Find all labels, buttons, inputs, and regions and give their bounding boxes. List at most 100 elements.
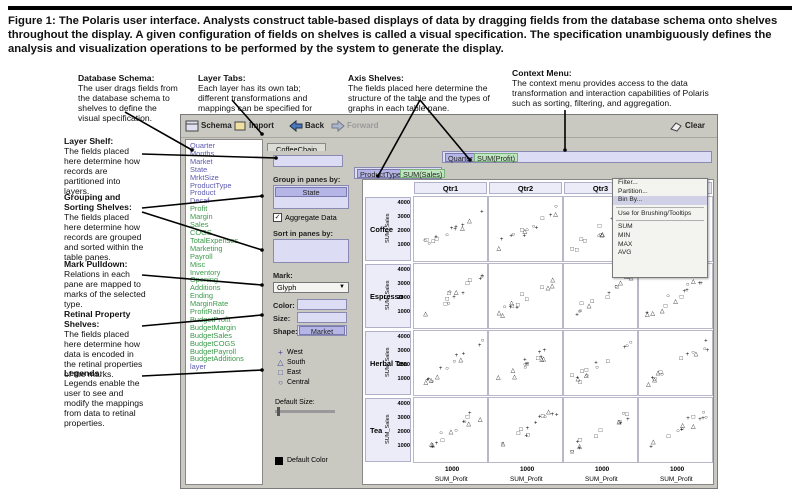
table-pane[interactable]: □++○□+□□△□△+□○ bbox=[563, 397, 638, 463]
scatter-glyph: □ bbox=[468, 278, 472, 284]
legend-item[interactable]: ○Central bbox=[277, 379, 310, 387]
schema-field[interactable]: Marketing bbox=[190, 243, 223, 253]
table-pane[interactable]: △△△□△□+□△+○△□□ bbox=[488, 263, 563, 329]
context-menu-item[interactable]: MIN bbox=[618, 231, 631, 239]
legend-item[interactable]: △South bbox=[277, 359, 305, 367]
schema-field[interactable]: Inventory bbox=[190, 267, 221, 277]
schema-field[interactable]: ProfitRatio bbox=[190, 307, 225, 317]
schema-field[interactable]: layer bbox=[190, 362, 207, 372]
scatter-glyph: ○ bbox=[578, 309, 582, 315]
aggregate-checkbox[interactable]: ✓ Aggregate Data bbox=[273, 213, 337, 222]
schema-field[interactable]: Product bbox=[190, 188, 216, 198]
scatter-glyph: ○ bbox=[512, 232, 516, 238]
schema-field[interactable]: Sales bbox=[190, 220, 209, 230]
scatter-glyph: ○ bbox=[439, 431, 443, 437]
schema-field[interactable]: Payroll bbox=[190, 251, 213, 261]
schema-field[interactable]: Quarter bbox=[190, 141, 216, 150]
context-menu-item[interactable]: AVG bbox=[618, 249, 632, 257]
annotation-title: Mark Pulldown: bbox=[64, 259, 128, 269]
column-shelf[interactable]: Quarter SUM(Profit) bbox=[442, 151, 712, 163]
table-pane[interactable]: △○△○○□++△△+△□+ bbox=[413, 397, 488, 463]
size-shelf[interactable] bbox=[297, 312, 347, 323]
slider-thumb[interactable] bbox=[277, 407, 280, 416]
context-menu-item[interactable]: SUM bbox=[618, 223, 633, 231]
color-shelf[interactable] bbox=[297, 299, 347, 310]
table-pane[interactable]: ++○++□△○△+○○□△ bbox=[488, 196, 563, 262]
scatter-glyph: ○ bbox=[680, 427, 684, 433]
schema-field[interactable]: Ending bbox=[190, 291, 214, 301]
scatter-glyph: + bbox=[649, 444, 653, 450]
schema-field[interactable]: BudgetCOGS bbox=[190, 338, 236, 348]
table-pane[interactable]: ○○++△++△△○+△+○ bbox=[413, 330, 488, 396]
context-menu-item[interactable]: Partition... bbox=[618, 187, 648, 195]
schema-field[interactable]: ProductType bbox=[190, 180, 232, 190]
schema-field[interactable]: BudgetSales bbox=[190, 330, 232, 340]
schema-field[interactable]: COGS bbox=[190, 227, 212, 237]
schema-button[interactable]: Schema bbox=[185, 119, 232, 133]
context-menu-item[interactable]: Use for Brushing/Tooltips bbox=[618, 209, 692, 217]
back-button[interactable]: Back bbox=[289, 119, 324, 133]
y-tick-label: 4000 bbox=[397, 200, 410, 206]
scatter-plot: □++○□+□□△□△+□○ bbox=[570, 411, 630, 455]
row-shelf[interactable]: ProductType SUM(Sales) bbox=[354, 167, 446, 179]
table-pane[interactable]: ○□□○○△□□△++++□ bbox=[413, 263, 488, 329]
table-pane[interactable]: △+□△+□○+□○+△△○ bbox=[638, 330, 713, 396]
scatter-glyph: ○ bbox=[703, 346, 707, 352]
schema-field[interactable]: Months bbox=[190, 148, 215, 158]
context-menu-item[interactable]: Bin By... bbox=[613, 196, 707, 205]
shape-field-pill[interactable]: Market bbox=[299, 326, 345, 336]
default-size-slider[interactable] bbox=[275, 410, 335, 413]
context-menu-item[interactable]: MAX bbox=[618, 240, 633, 248]
context-menu-item[interactable]: Filter... bbox=[618, 179, 638, 186]
table-pane[interactable]: +□□○△++○○□+++△ bbox=[413, 196, 488, 262]
column-header: Qtr1 bbox=[414, 182, 487, 194]
scatter-glyph: □ bbox=[425, 238, 429, 244]
scatter-plot: △○△○○□++△△+△□+ bbox=[429, 411, 483, 451]
scatter-glyph: + bbox=[698, 281, 702, 287]
schema-field[interactable]: Market bbox=[190, 156, 213, 166]
schema-field[interactable]: MrktSize bbox=[190, 172, 219, 182]
schema-field[interactable]: State bbox=[190, 164, 208, 174]
table-pane[interactable]: ○□○△+++△△△+□△+ bbox=[488, 330, 563, 396]
scatter-glyph: △ bbox=[650, 311, 655, 317]
layer-shelf[interactable] bbox=[273, 155, 343, 167]
scatter-glyph: + bbox=[698, 417, 702, 423]
table-pane[interactable]: □+○+△+○□△○+△○+ bbox=[638, 397, 713, 463]
schema-field[interactable]: BudgetAdditions bbox=[190, 354, 244, 364]
aggregate-label: Aggregate Data bbox=[285, 213, 337, 222]
schema-field[interactable]: Misc bbox=[190, 259, 206, 269]
column-shelf-pill[interactable]: SUM(Profit) bbox=[474, 153, 519, 163]
scatter-glyph: ○ bbox=[480, 274, 484, 280]
schema-field[interactable]: Margin bbox=[190, 212, 213, 222]
mark-select[interactable]: Glyph ▼ bbox=[273, 282, 349, 293]
table-pane[interactable]: ○△○○□□△+□○□+□+ bbox=[563, 330, 638, 396]
schema-field[interactable]: BudgetMargin bbox=[190, 322, 237, 332]
scatter-glyph: □ bbox=[679, 356, 683, 362]
x-tick-label: 1000 bbox=[445, 466, 460, 473]
scatter-glyph: △ bbox=[691, 424, 696, 430]
annotation-retinal-shelves: Retinal Property Shelves: The fields pla… bbox=[64, 309, 148, 379]
schema-field[interactable]: TotalExpenses bbox=[190, 235, 239, 245]
legend-item[interactable]: □East bbox=[277, 369, 301, 377]
schema-field[interactable]: Additions bbox=[190, 283, 221, 293]
legend-symbol-icon: + bbox=[278, 348, 283, 357]
forward-button[interactable]: Forward bbox=[331, 119, 379, 133]
row-shelf-pill[interactable]: SUM(Sales) bbox=[400, 169, 446, 179]
default-color-swatch[interactable] bbox=[275, 457, 283, 465]
clear-button[interactable]: Clear bbox=[669, 119, 705, 133]
shape-shelf[interactable]: Market bbox=[297, 325, 347, 336]
group-field-pill[interactable]: State bbox=[275, 187, 347, 197]
schema-field[interactable]: Profit bbox=[190, 204, 208, 214]
schema-field[interactable]: BudgetPayroll bbox=[190, 346, 237, 356]
leader-line bbox=[377, 99, 421, 177]
sort-shelf[interactable] bbox=[273, 239, 349, 263]
legend-item[interactable]: + West bbox=[277, 348, 303, 357]
import-button[interactable]: Import bbox=[233, 119, 274, 133]
group-shelf[interactable]: State bbox=[273, 185, 349, 209]
scatter-plot: □+○+△+○□△○+△○+ bbox=[649, 410, 708, 450]
scatter-glyph: △ bbox=[584, 373, 589, 379]
schema-field[interactable]: MarginRate bbox=[190, 299, 229, 309]
table-pane[interactable]: △□△++++○□□□+○+ bbox=[488, 397, 563, 463]
schema-field[interactable]: Decaf bbox=[190, 196, 210, 206]
legend-label: West bbox=[287, 349, 303, 356]
